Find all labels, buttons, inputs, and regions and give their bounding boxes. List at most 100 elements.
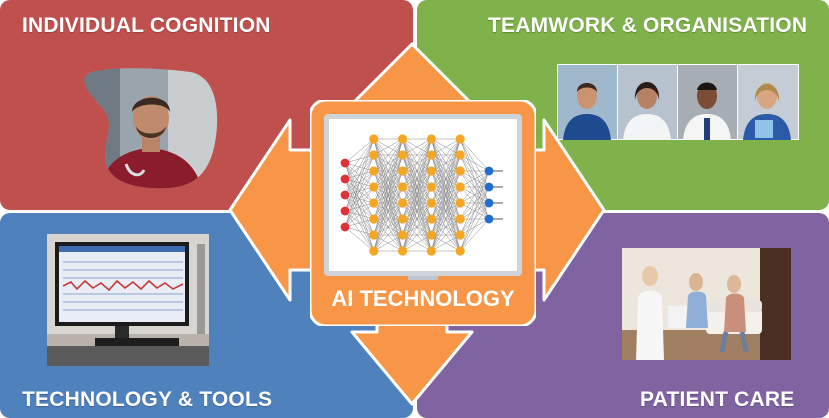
network-connection [460, 138, 490, 172]
network-node [455, 150, 465, 160]
network-connection [431, 154, 461, 252]
network-connection [344, 186, 375, 228]
label-individual-cognition: INDIVIDUAL COGNITION [22, 14, 271, 37]
network-connection [402, 202, 432, 252]
network-node [426, 246, 436, 256]
network-connection [344, 226, 374, 236]
network-connection [402, 138, 432, 188]
network-connection [373, 186, 403, 252]
network-node [426, 214, 436, 224]
network-connection [402, 154, 432, 252]
network-node [340, 174, 350, 184]
network-connection [431, 138, 461, 252]
network-connection [459, 170, 490, 220]
network-connection [459, 202, 490, 252]
medical-team-photo-icon [557, 64, 799, 140]
network-node [426, 150, 436, 160]
network-connection [402, 138, 432, 252]
network-connection [344, 138, 375, 196]
network-connection [402, 218, 432, 252]
network-connection [344, 170, 375, 228]
network-connection [431, 138, 461, 172]
patient-consultation-photo-icon [622, 248, 791, 360]
monitor-workstation-photo-icon [47, 234, 209, 366]
network-connection [373, 138, 403, 156]
network-connection [431, 138, 461, 156]
network-connection [459, 170, 490, 252]
network-node [398, 182, 408, 192]
network-connection [402, 138, 432, 172]
label-ai-technology: AI TECHNOLOGY [331, 286, 515, 311]
network-connection [373, 234, 403, 252]
network-connection [373, 138, 403, 172]
network-connection [460, 170, 490, 204]
network-connection [402, 186, 432, 252]
network-connection [402, 234, 432, 252]
network-connection [431, 202, 461, 252]
network-node [455, 182, 465, 192]
network-node [398, 230, 408, 240]
network-connection [373, 170, 403, 252]
network-connection [344, 138, 375, 228]
network-node [484, 166, 494, 176]
network-node [340, 190, 350, 200]
network-connection [402, 138, 432, 156]
network-connection [373, 138, 403, 236]
network-connection [402, 138, 432, 204]
network-connection [459, 186, 490, 252]
network-node [455, 230, 465, 240]
neural-network-icon [340, 134, 503, 256]
network-node [369, 246, 379, 256]
network-node [398, 198, 408, 208]
network-node [369, 166, 379, 176]
network-connection [373, 202, 403, 252]
network-node [369, 150, 379, 160]
network-connection [344, 226, 374, 252]
network-connection [460, 218, 490, 252]
label-technology-tools: TECHNOLOGY & TOOLS [22, 388, 273, 411]
network-connection [431, 186, 461, 252]
network-node [426, 166, 436, 176]
network-node [369, 230, 379, 240]
network-node [426, 230, 436, 240]
network-node [340, 158, 350, 168]
network-node [369, 182, 379, 192]
network-connection [344, 154, 375, 228]
network-node [426, 198, 436, 208]
network-node [484, 214, 494, 224]
network-connection [373, 154, 403, 252]
doctor-photo-icon [80, 66, 220, 190]
network-node [398, 246, 408, 256]
network-connection [460, 170, 490, 188]
network-connection [431, 138, 461, 188]
network-connection [344, 138, 375, 180]
network-connection [460, 154, 490, 172]
network-connection [373, 138, 403, 220]
network-node [484, 198, 494, 208]
network-node [455, 134, 465, 144]
network-connection [344, 202, 374, 228]
network-node [455, 246, 465, 256]
label-teamwork-organisation: TEAMWORK & ORGANISATION [488, 14, 808, 37]
network-connection [402, 170, 432, 252]
network-node [426, 182, 436, 192]
network-node [455, 166, 465, 176]
network-connection [431, 234, 461, 252]
network-connection [459, 170, 490, 236]
network-connection [373, 138, 403, 204]
network-node [426, 134, 436, 144]
network-node [340, 206, 350, 216]
network-node [455, 198, 465, 208]
network-node [369, 134, 379, 144]
network-node [369, 214, 379, 224]
network-node [398, 150, 408, 160]
network-connection [431, 138, 461, 204]
network-connection [373, 218, 403, 252]
network-connection [344, 138, 375, 212]
label-patient-care: PATIENT CARE [640, 388, 795, 411]
network-node [340, 222, 350, 232]
network-connection [373, 138, 403, 188]
network-node [455, 214, 465, 224]
network-connection [373, 138, 403, 252]
